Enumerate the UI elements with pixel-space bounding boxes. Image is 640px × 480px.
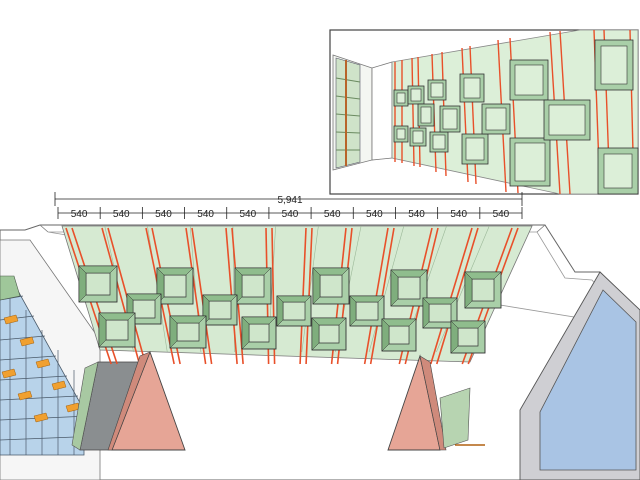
shelf-box xyxy=(126,293,162,325)
segment-width-label: 540 xyxy=(324,209,341,220)
shelf-box xyxy=(202,294,238,326)
shelf-box xyxy=(543,99,591,141)
inset-left-shelf-unit xyxy=(335,57,361,169)
segment-width-label: 540 xyxy=(71,209,88,220)
shelf-box xyxy=(597,147,639,195)
shelf-box xyxy=(311,317,347,351)
segment-width-label: 540 xyxy=(282,209,299,220)
shelf-box xyxy=(390,269,428,307)
stud xyxy=(430,227,473,365)
segment-width-label: 540 xyxy=(450,209,467,220)
shelf-box xyxy=(241,316,277,350)
shelf-box xyxy=(417,103,435,127)
shelf-box xyxy=(98,312,136,348)
segment-width-label: 540 xyxy=(155,209,172,220)
dimension-annotations: 5,941 540 540 540 540 540 540 540 540 540 540 540 xyxy=(54,192,523,220)
shelf-box xyxy=(276,295,312,327)
shelf-box xyxy=(450,320,486,354)
segment-width-label: 540 xyxy=(493,209,510,220)
shelf-box xyxy=(594,39,634,91)
shelf-box xyxy=(393,89,409,107)
stud xyxy=(436,227,479,365)
segment-width-label: 540 xyxy=(239,209,256,220)
shelf-boxes xyxy=(78,265,502,354)
segment-width-label: 540 xyxy=(197,209,214,220)
shelf-box xyxy=(349,295,385,327)
shelf-box xyxy=(234,267,272,305)
shelf-box xyxy=(422,297,458,329)
shelf-box xyxy=(407,85,425,105)
segment-width-label: 540 xyxy=(113,209,130,220)
shelf-box xyxy=(464,271,502,309)
inset-perspective-view xyxy=(329,29,639,195)
window-glass xyxy=(539,289,637,471)
shelf-box xyxy=(156,267,194,305)
shelf-box xyxy=(409,127,427,147)
shelf-box xyxy=(169,315,207,349)
shelf-box xyxy=(481,103,511,135)
shelf-box xyxy=(461,133,489,165)
shelf-box xyxy=(312,267,350,305)
shelf-box xyxy=(459,73,485,103)
main-plan-view xyxy=(0,224,640,480)
shelf-box xyxy=(427,79,447,101)
left-shelving-unit xyxy=(0,275,101,456)
shelf-box xyxy=(78,265,118,303)
shelf-box xyxy=(429,131,449,153)
stud xyxy=(411,57,415,167)
segment-width-label: 540 xyxy=(408,209,425,220)
shelf-box xyxy=(381,318,417,352)
total-width-label: 5,941 xyxy=(277,195,302,206)
stud xyxy=(191,227,213,365)
shelf-box xyxy=(393,125,409,143)
shelf-box xyxy=(509,137,551,187)
shelf-box xyxy=(439,105,461,133)
shelf-box xyxy=(509,59,549,101)
segment-width-label: 540 xyxy=(366,209,383,220)
